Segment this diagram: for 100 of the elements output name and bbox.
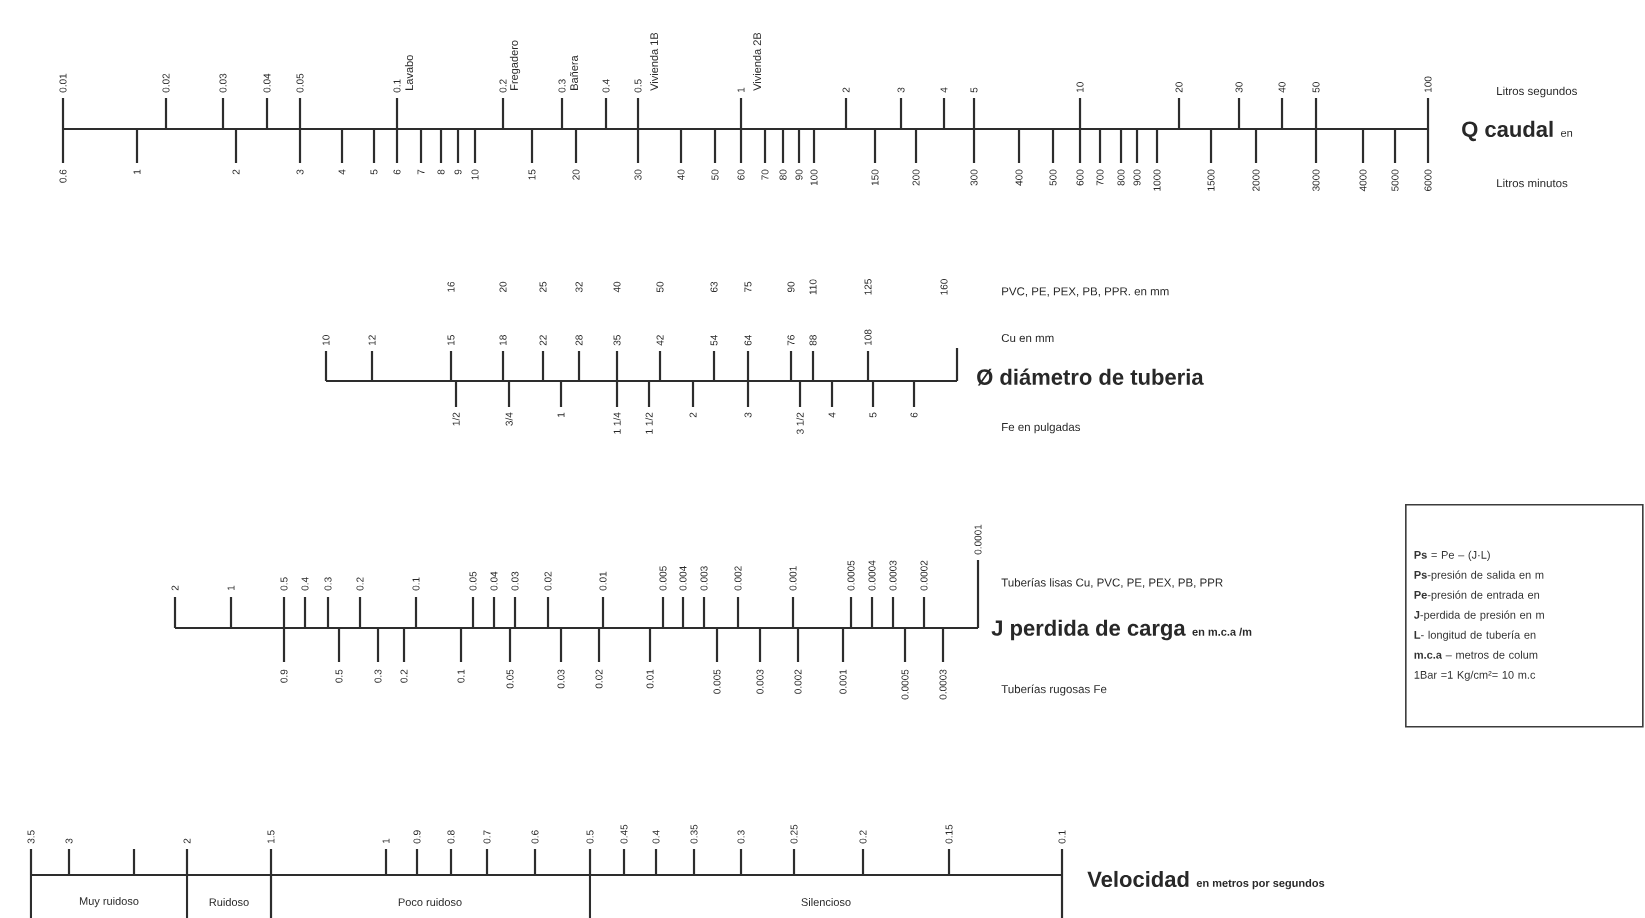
tick-label: 0.5 [634,79,642,93]
tick-label: 3 [296,169,304,175]
tick-label: 0.1 [457,669,465,683]
tick-label: 20 [499,281,507,293]
tick-label: 2 [842,87,850,93]
tick-label: 0.003 [756,669,764,694]
tick-label: 10 [322,335,330,346]
scale-caption: Cu en mm [1001,333,1054,343]
tick-label: 0.0002 [920,560,928,591]
tick-label: 0.5 [280,577,288,591]
tick-label: 3000 [1312,169,1320,192]
noise-zone-label: Muy ruidoso [79,896,139,908]
tick-label: 0.4 [602,79,610,93]
tick-label: 6 [393,169,401,175]
tick-label: 500 [1049,169,1057,186]
noise-zone-label: Poco ruidoso [398,898,462,907]
tick-label: 3 [744,412,752,418]
tick-label: 15 [528,169,536,180]
fixture-label: Vivienda 1B [649,32,659,91]
tick-label: 2 [183,838,191,844]
tick-label: 3/4 [505,412,513,426]
tick-label: 0.5 [335,669,343,683]
tick-label: 0.5 [586,830,594,844]
tick-label: 16 [447,281,455,292]
tick-label: 3.5 [27,830,35,844]
tick-label: 0.1 [393,79,401,93]
tick-label: 22 [539,335,547,346]
tick-label: 54 [710,335,718,346]
tick-label: 0.35 [690,824,698,844]
tick-label: 2 [171,585,179,591]
tick-label: 0.01 [59,73,67,93]
tick-label: 1 [133,169,141,174]
tick-label: 0.02 [544,571,552,591]
tick-label: 70 [761,169,769,180]
tick-label: 30 [1235,82,1243,93]
tick-label: 0.7 [483,830,491,844]
tick-label: 60 [737,169,745,180]
tick-label: 0.002 [794,669,802,694]
tick-label: 4 [940,87,948,93]
tick-label: 40 [677,169,685,181]
tick-label: 10 [471,169,479,180]
tick-label: 0.2 [356,577,364,591]
tick-label: 0.002 [734,566,742,591]
tick-label: 0.003 [700,566,708,591]
tick-label: 200 [912,169,920,186]
tick-label: 9 [454,169,462,175]
tick-label: 0.03 [557,669,565,689]
tick-label: 700 [1096,169,1104,186]
tick-label: 3 1/2 [796,412,804,435]
tick-label: 0.0001 [974,524,982,555]
tick-label: 12 [368,335,376,346]
tick-label: 63 [710,281,718,293]
tick-label: 0.6 [531,830,539,844]
tick-label: 30 [634,169,642,180]
tick-label: 40 [613,281,621,293]
tick-label: 1.5 [267,830,275,844]
tick-label: 0.2 [400,669,408,683]
tick-label: 1/2 [452,412,460,426]
tick-label: 0.9 [280,669,288,683]
tick-label: 18 [499,335,507,346]
tick-label: 100 [810,169,818,186]
fixture-label: Fregadero [509,40,521,90]
tick-label: 3 [65,838,73,844]
tick-label: 28 [575,335,583,346]
tick-label: 90 [795,169,803,180]
tick-label: 4 [338,169,346,175]
tick-label: 80 [779,169,787,180]
tick-label: 0.0005 [901,669,909,700]
tick-label: 100 [1424,76,1432,93]
tick-label: 0.4 [652,830,660,844]
tick-label: 0.45 [620,824,628,844]
tick-label: 40 [1278,82,1286,93]
tick-label: 0.25 [790,824,798,844]
fixture-label: Lavabo [404,55,414,90]
tick-label: 0.05 [469,571,477,591]
tick-label: 76 [787,335,795,346]
tick-label: 50 [656,281,664,293]
scale-caption: Tuberías lisas Cu, PVC, PE, PEX, PB, PPR [1001,578,1223,588]
tick-label: 0.01 [599,571,607,591]
tick-label: 2000 [1252,169,1260,191]
tick-label: 4 [828,412,836,418]
tick-label: 6 [910,412,918,418]
tick-label: 0.05 [506,669,514,689]
tick-label: 3 [897,87,905,93]
tick-label: 0.04 [263,73,271,93]
tick-label: 35 [613,335,621,346]
tick-label: 0.9 [413,830,421,844]
tick-label: 5 [869,412,877,418]
tick-label: 0.001 [839,669,847,694]
tick-label: 125 [864,279,872,295]
tick-label: 0.03 [219,73,227,93]
tick-label: 0.01 [646,669,654,689]
tick-label: 0.3 [374,669,382,683]
tick-label: 50 [711,169,719,180]
tick-label: 0.02 [595,669,603,689]
tick-label: 20 [572,169,580,180]
tick-label: 0.6 [59,169,67,183]
tick-label: 0.05 [296,73,304,93]
tick-label: 8 [437,169,445,175]
tick-label: 0.3 [737,830,745,844]
